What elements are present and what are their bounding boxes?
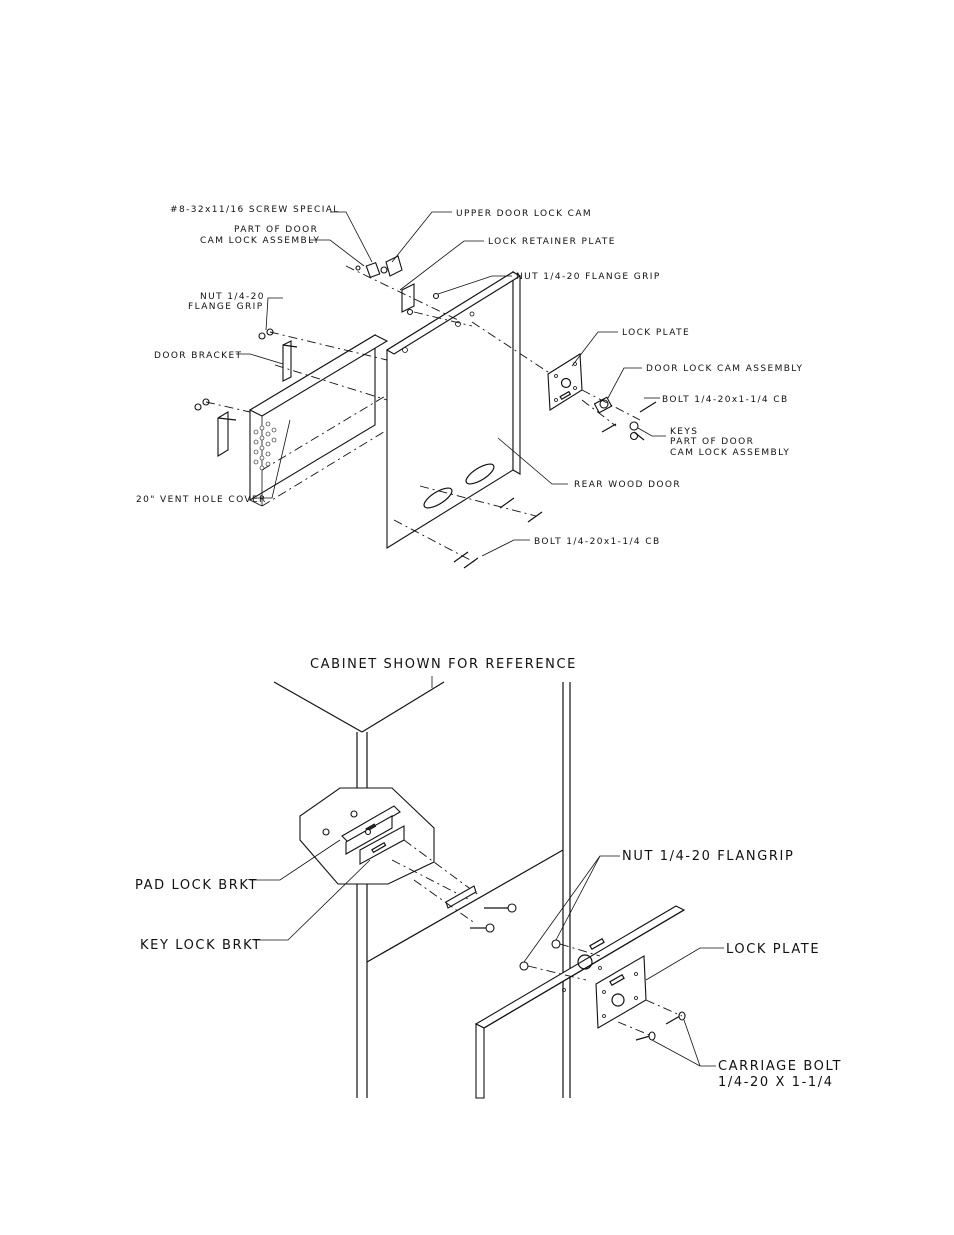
label-rear-wood-door: REAR WOOD DOOR [574, 480, 681, 490]
label-nut-flangrip: NUT 1/4-20 FLANGRIP [622, 849, 794, 864]
key-slot-insert [445, 885, 477, 909]
door-panel [474, 905, 686, 1099]
bolt-bottom [393, 485, 543, 569]
door-bracket-upper [282, 340, 298, 382]
door-bracket-lower [217, 411, 237, 457]
label-cam-lock-assembly-1: CAM LOCK ASSEMBLY [200, 236, 320, 246]
rear-wood-door [385, 271, 522, 549]
label-bolt-top: BOLT 1/4-20x1-1/4 CB [662, 395, 789, 405]
vent-hole-cover [248, 334, 389, 507]
door-lock-cam-assembly [581, 389, 645, 441]
label-carriage-bolt-2: 1/4-20 X 1-1/4 [718, 1075, 834, 1090]
lock-plate-bottom [595, 955, 647, 1029]
label-bolt-bottom: BOLT 1/4-20x1-1/4 CB [534, 537, 661, 547]
label-pad-lock-brkt: PAD LOCK BRKT [135, 878, 258, 893]
label-lock-plate-top: LOCK PLATE [622, 328, 690, 338]
label-door-lock-cam-assembly: DOOR LOCK CAM ASSEMBLY [646, 364, 803, 374]
cam-lock-upper-hardware [345, 255, 473, 327]
bottom-leaders [250, 676, 724, 1067]
top-exploded-view: #8-32x11/16 SCREW SPECIAL PART OF DOOR C… [136, 205, 803, 569]
label-screw-special: #8-32x11/16 SCREW SPECIAL [170, 205, 340, 215]
label-key-lock-brkt: KEY LOCK BRKT [140, 938, 262, 953]
cabinet-frame [273, 681, 571, 1098]
label-nut-left-1: NUT 1/4-20 [200, 292, 265, 302]
carriage-bolts-right [617, 999, 686, 1041]
label-cabinet-reference: CABINET SHOWN FOR REFERENCE [310, 657, 577, 672]
label-lock-plate-bottom: LOCK PLATE [726, 942, 820, 957]
top-leaders [236, 211, 666, 557]
label-lock-retainer-plate: LOCK RETAINER PLATE [488, 237, 616, 247]
bottom-reference-view: CABINET SHOWN FOR REFERENCE NUT 1/4-20 F… [135, 657, 842, 1099]
nut-flange-grip-left [194, 328, 388, 413]
label-vent-hole-cover: 20" VENT HOLE COVER [136, 495, 267, 505]
label-part-of-door-1: PART OF DOOR [234, 225, 318, 235]
bolt-right [601, 401, 657, 433]
pad-lock-bracket [322, 805, 401, 855]
label-keys: KEYS [670, 427, 698, 437]
label-nut-left-2: FLANGE GRIP [188, 302, 264, 312]
label-door-bracket: DOOR BRACKET [154, 351, 242, 361]
label-carriage-bolt-1: CARRIAGE BOLT [718, 1059, 842, 1074]
lock-plate-top [471, 321, 583, 411]
label-cam-lock-assembly-2: CAM LOCK ASSEMBLY [670, 448, 790, 458]
key-lock-bracket [359, 825, 405, 865]
label-nut-flange-grip-right: NUT 1/4-20 FLANGE GRIP [516, 272, 661, 282]
label-part-of-door-2: PART OF DOOR [670, 437, 754, 447]
carriage-bolts-left [413, 879, 517, 933]
label-upper-door-lock-cam: UPPER DOOR LOCK CAM [456, 209, 592, 219]
